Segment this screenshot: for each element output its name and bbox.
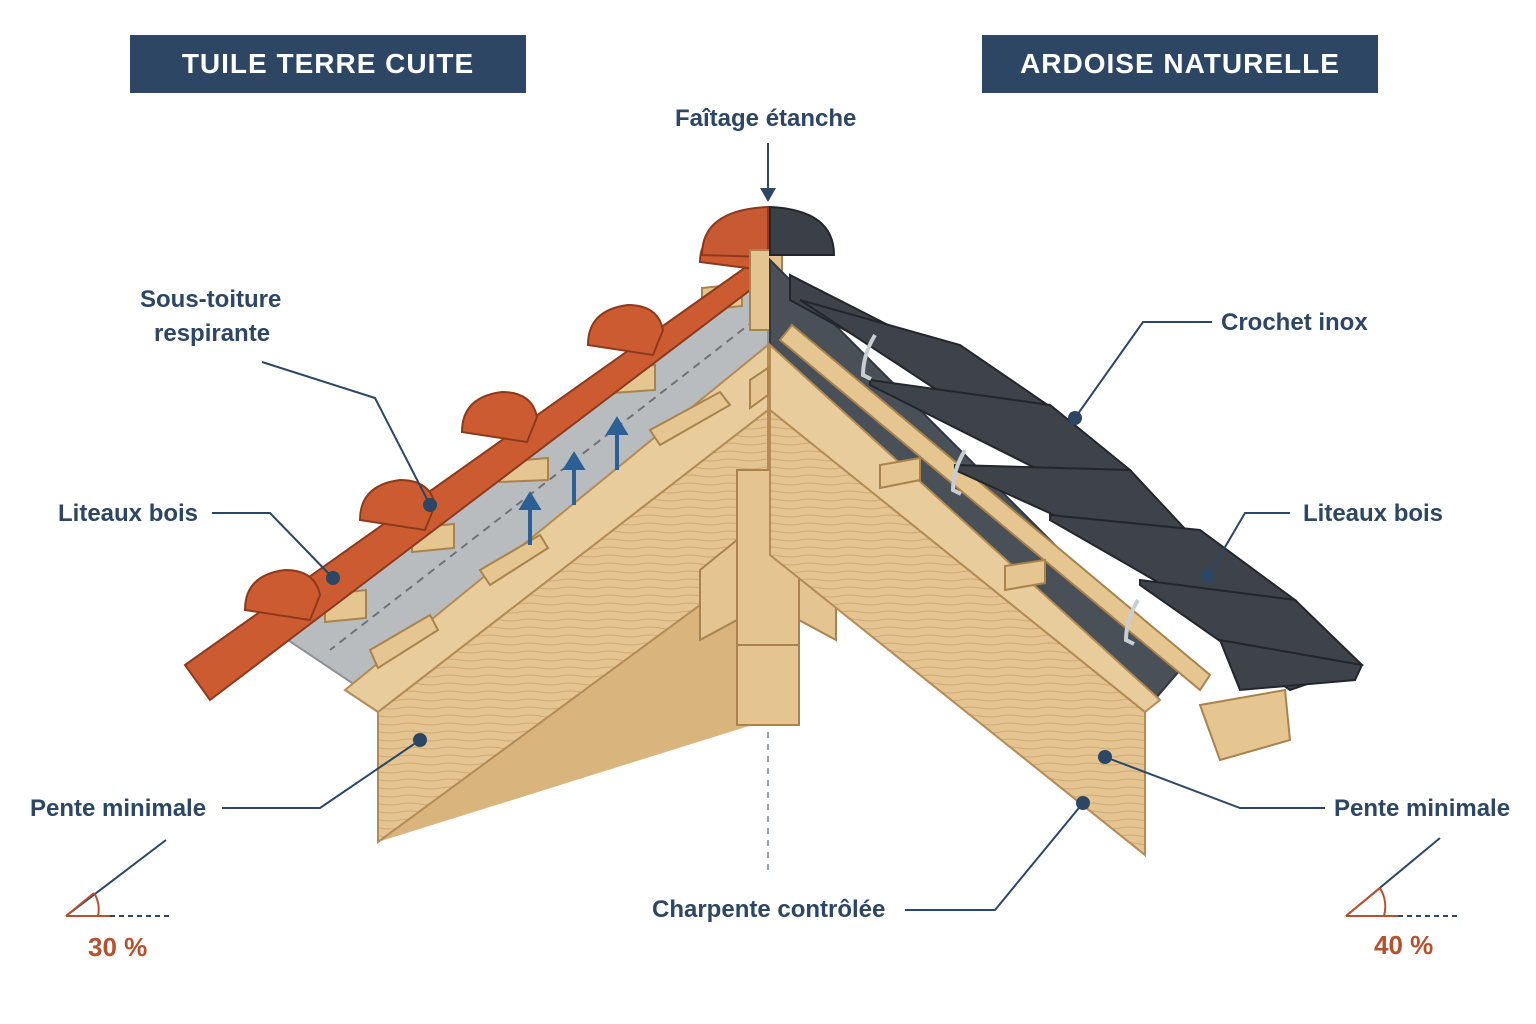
label-slope-left: Pente minimale [30, 795, 207, 822]
slate-courses [789, 273, 1364, 692]
ridge-arrowhead [760, 188, 776, 202]
label-underlay-line1: Sous-toiture [140, 286, 282, 313]
label-battens-right: Liteaux bois [1303, 500, 1444, 527]
label-ridge: Faîtage étanche [675, 105, 857, 132]
ridge-tile-terracotta [700, 205, 769, 259]
left-roof-section [183, 205, 771, 844]
label-battens-left: Liteaux bois [58, 500, 199, 527]
right-roof-section [769, 205, 1364, 858]
label-hook: Crochet inox [1221, 309, 1368, 336]
label-underlay-line2: respirante [154, 320, 271, 347]
slope-indicator-right [1345, 837, 1460, 917]
slope-indicator-left [65, 839, 170, 917]
battens-right [778, 323, 1292, 762]
ventilation-arrows [518, 416, 629, 545]
title-tuile-terre-cuite: TUILE TERRE CUITE [130, 35, 526, 93]
slope-right-value: 40 % [1374, 930, 1434, 960]
label-framework: Charpente contrôlée [652, 896, 886, 923]
callout-dots [326, 411, 1215, 810]
slope-left-value: 30 % [88, 932, 148, 962]
ridge-tile-slate [769, 205, 836, 256]
label-slope-right: Pente minimale [1334, 795, 1511, 822]
title-ardoise-naturelle: ARDOISE NATURELLE [982, 35, 1378, 93]
stainless-hooks [860, 333, 1140, 646]
callout-lines [212, 143, 1325, 911]
